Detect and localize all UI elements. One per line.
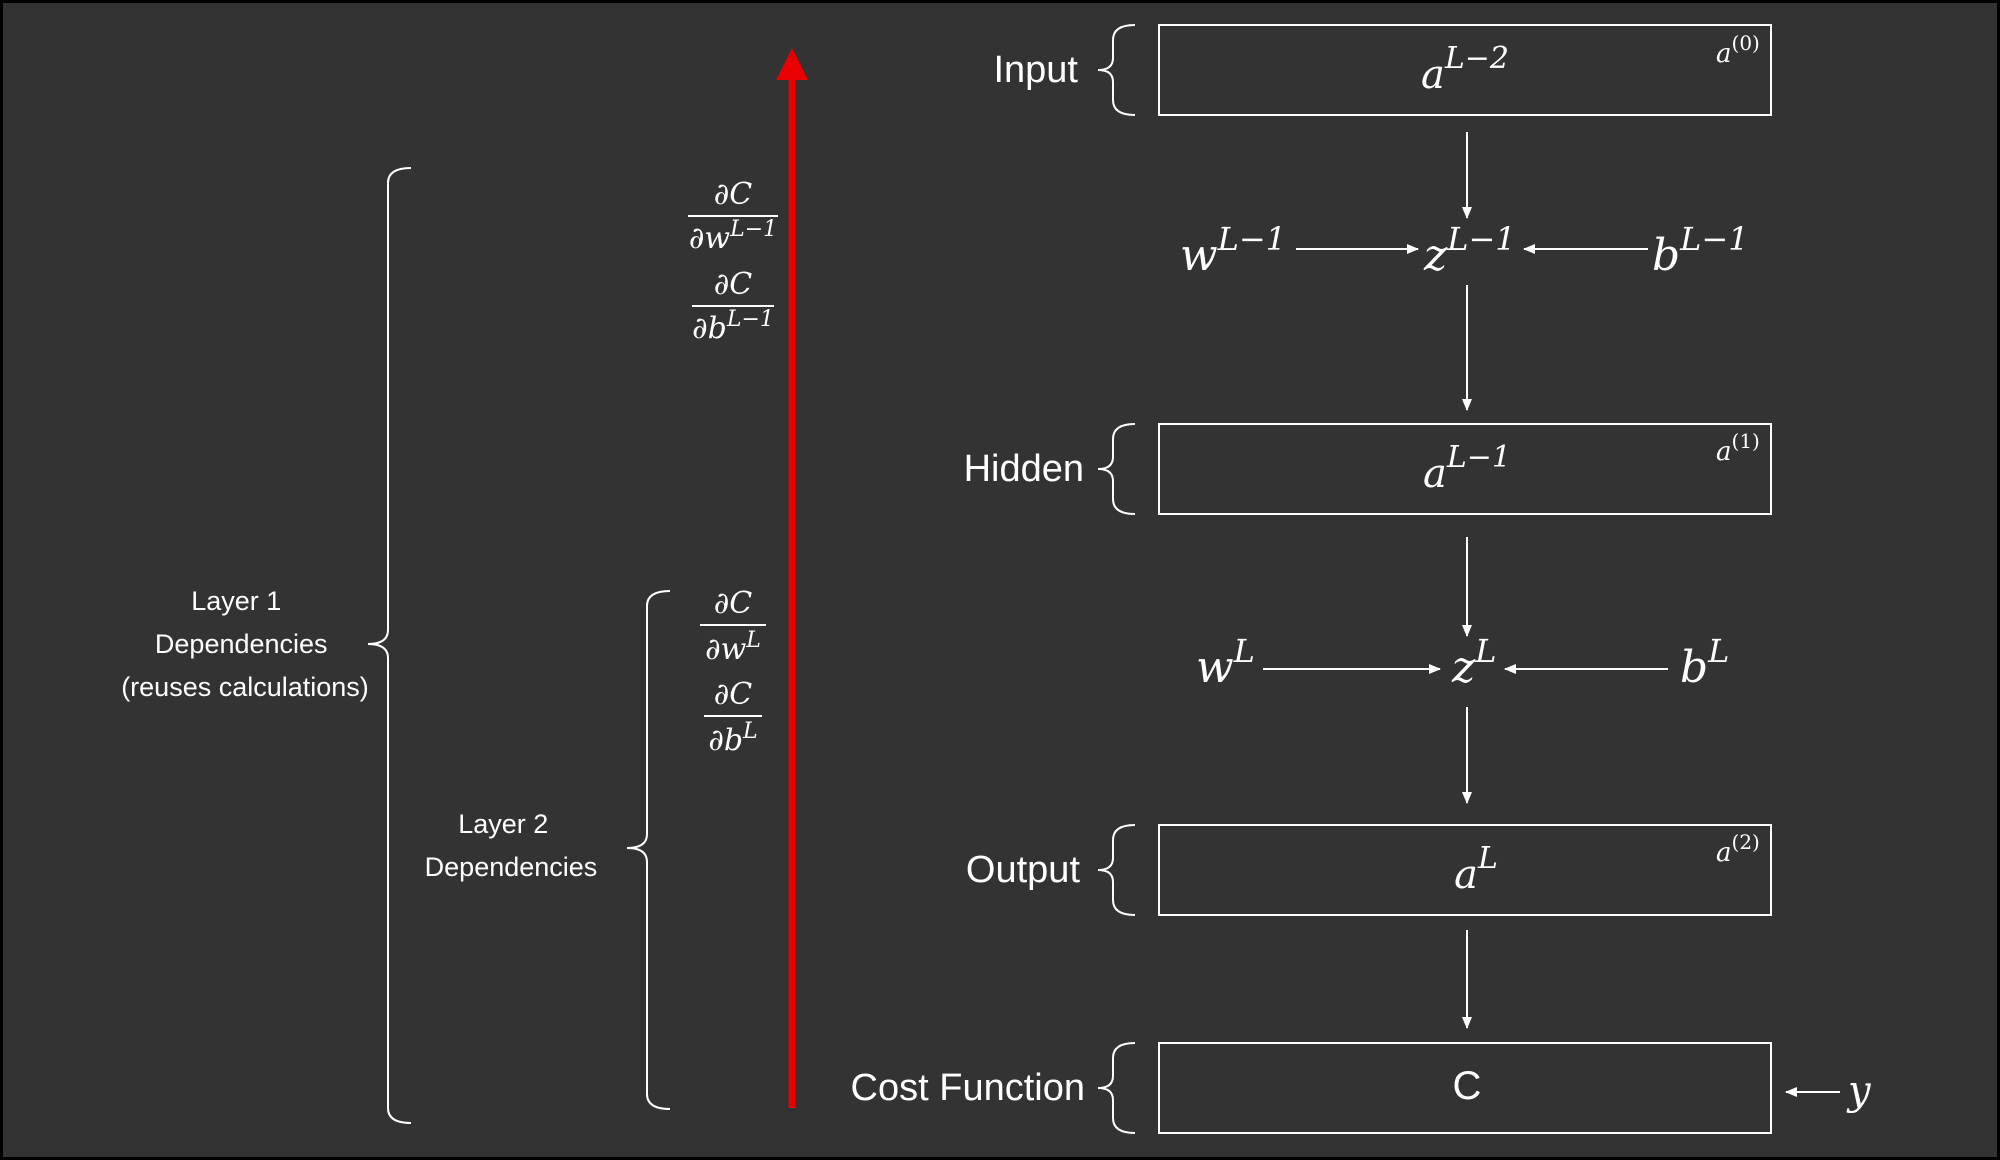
cost-brace [1097, 1042, 1136, 1134]
layer1-dependency-brace [367, 167, 412, 1124]
z-node-l-minus-1: zL−1 [1423, 220, 1516, 281]
output-brace [1097, 824, 1136, 916]
output-box [1158, 824, 1772, 916]
grad-w2-denominator: ∂wL [705, 628, 761, 667]
weight-node-l-minus-1: wL−1 [1180, 220, 1286, 281]
input-brace [1097, 24, 1136, 116]
bias-node-l-minus-1: bL−1 [1652, 220, 1749, 281]
input-box [1158, 24, 1772, 116]
grad-b1-denominator: ∂bL−1 [692, 307, 774, 346]
backprop-arrow-head [776, 48, 808, 80]
grad-w1-numerator: ∂C [714, 177, 753, 212]
grad-b2-numerator: ∂C [714, 677, 753, 712]
hidden-brace [1097, 423, 1136, 515]
input-row-label: Input [993, 49, 1078, 91]
output-layer-index: a(2) [1716, 830, 1760, 868]
target-y-label: y [1846, 1068, 1872, 1114]
grad-b1-numerator: ∂C [714, 267, 753, 302]
weight-node-l: wL [1196, 632, 1255, 693]
output-row-label: Output [966, 849, 1081, 891]
cost-box-label: C [1453, 1064, 1482, 1108]
grad-w2-numerator: ∂C [714, 586, 753, 621]
hidden-layer-index: a(1) [1716, 429, 1760, 467]
bias-node-l: bL [1680, 632, 1729, 693]
hidden-activation-label: aL−1 [1423, 440, 1511, 497]
cost-row-label: Cost Function [851, 1067, 1085, 1109]
input-layer-index: a(0) [1716, 31, 1760, 69]
grad-b2-denominator: ∂bL [708, 719, 757, 758]
input-activation-label: aL−2 [1421, 41, 1509, 98]
hidden-row-label: Hidden [964, 448, 1084, 490]
z-node-l: zL [1451, 632, 1496, 693]
output-activation-label: aL [1454, 841, 1498, 898]
cost-box [1158, 1042, 1772, 1134]
layer2-dependency-brace [626, 590, 671, 1110]
hidden-box [1158, 423, 1772, 515]
layer1-dependency-label: Layer 1 Dependencies (reuses calculation… [121, 586, 369, 702]
grad-w1-denominator: ∂wL−1 [689, 217, 777, 256]
layer2-dependency-label: Layer 2 Dependencies [425, 809, 598, 882]
